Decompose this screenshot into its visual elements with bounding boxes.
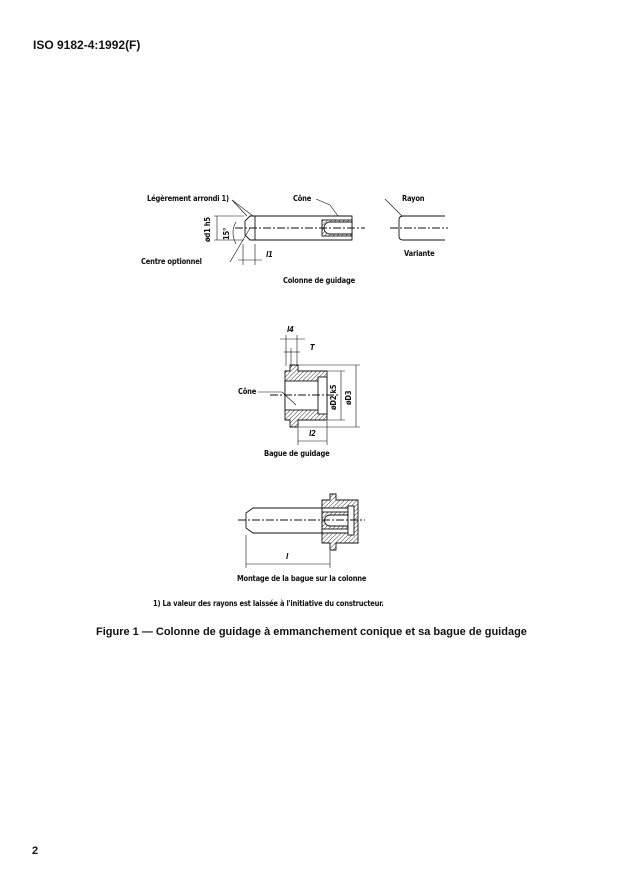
label-diameter-D2: øD2 k5 — [329, 384, 338, 410]
label-l4: l4 — [287, 325, 294, 334]
assembly-drawing — [238, 493, 365, 568]
label-diameter-d1: ød1 h5 — [203, 217, 212, 242]
label-cone: Cône — [293, 194, 312, 203]
label-bush-cone: Cône — [238, 387, 257, 396]
footnote: 1) La valeur des rayons est laissée à l'… — [153, 599, 384, 608]
label-l: l — [286, 552, 289, 561]
label-optional-center: Centre optionnel — [141, 257, 202, 266]
label-angle: 15° — [222, 227, 231, 240]
label-T: T — [310, 343, 315, 352]
label-radius: Rayon — [402, 194, 425, 203]
label-variant: Variante — [404, 249, 435, 258]
label-diameter-D3: øD3 — [344, 390, 353, 405]
bush-title: Bague de guidage — [264, 449, 330, 458]
label-slightly-rounded: Légèrement arrondi 1) — [147, 194, 229, 203]
document-header: ISO 9182-4:1992(F) — [33, 38, 141, 52]
label-l1: l1 — [266, 250, 273, 259]
guide-pillar-drawing — [214, 198, 448, 265]
figure-caption: Figure 1 — Colonne de guidage à emmanche… — [96, 626, 527, 638]
page-number: 2 — [32, 845, 39, 857]
assembly-title: Montage de la bague sur la colonne — [237, 574, 367, 583]
guide-bush-drawing — [258, 335, 360, 445]
pillar-title: Colonne de guidage — [283, 276, 355, 285]
label-l2: l2 — [309, 429, 316, 438]
